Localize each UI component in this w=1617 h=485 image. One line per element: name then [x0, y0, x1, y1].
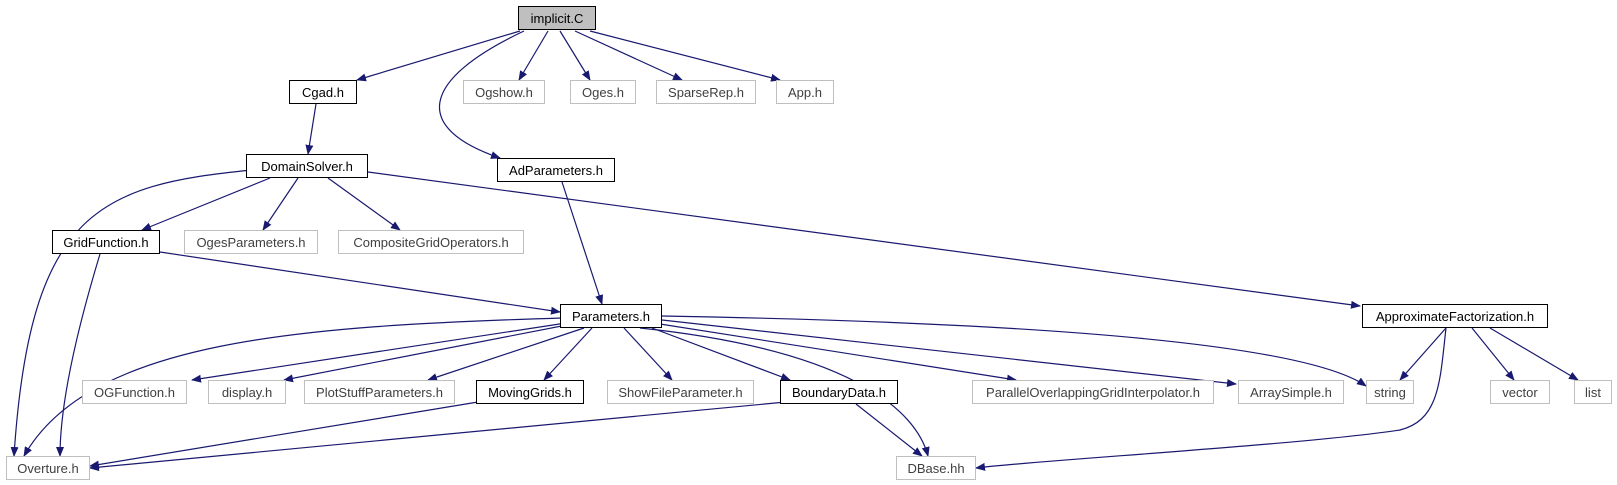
node-sparserep-h[interactable]: SparseRep.h	[656, 80, 756, 104]
edge-movinggrids-h-to-overture-h	[89, 401, 479, 469]
node-list[interactable]: list	[1574, 380, 1612, 404]
edge-implicit-c-to-cgad-h	[356, 30, 521, 82]
edge-boundarydata-h-to-overture-h	[89, 401, 787, 472]
edge-gridfunction-h-to-parameters-h	[159, 251, 561, 315]
node-adparameters-h[interactable]: AdParameters.h	[497, 158, 615, 182]
node-vector[interactable]: vector	[1490, 380, 1550, 404]
edge-parameters-h-to-ogfunction-h	[191, 322, 567, 383]
edge-approximatefactorization-h-to-list	[1489, 327, 1579, 381]
edge-approximatefactorization-h-to-dbase-hh	[975, 327, 1447, 471]
edge-parameters-h-to-overture-h	[23, 317, 563, 457]
node-ogesparameters-h[interactable]: OgesParameters.h	[184, 230, 318, 254]
node-string[interactable]: string	[1366, 380, 1414, 404]
node-gridfunction-h[interactable]: GridFunction.h	[52, 230, 160, 254]
edge-domainsolver-h-to-approximatefactorization-h	[367, 171, 1361, 309]
node-domainsolver-h[interactable]: DomainSolver.h	[246, 154, 368, 178]
node-approximatefactorization-h[interactable]: ApproximateFactorization.h	[1362, 304, 1548, 328]
edge-gridfunction-h-to-overture-h	[56, 253, 101, 457]
edge-parameters-h-to-movinggrids-h	[543, 327, 593, 381]
node-cgad-h[interactable]: Cgad.h	[289, 80, 357, 104]
edge-implicit-c-to-sparserep-h	[574, 30, 683, 81]
edge-domainsolver-h-to-gridfunction-h	[141, 177, 271, 231]
node-plotstuffparameters-h[interactable]: PlotStuffParameters.h	[304, 380, 455, 404]
edge-adparameters-h-to-parameters-h	[561, 181, 603, 305]
edge-parameters-h-to-paralleloverlappinggridinterpolator-h	[659, 323, 1017, 383]
edge-approximatefactorization-h-to-string	[1399, 327, 1447, 381]
node-overture-h[interactable]: Overture.h	[6, 456, 90, 480]
edge-approximatefactorization-h-to-vector	[1471, 327, 1515, 381]
edge-domainsolver-h-to-overture-h	[10, 169, 253, 457]
node-oges-h[interactable]: Oges.h	[570, 80, 636, 104]
edge-parameters-h-to-string	[661, 315, 1367, 387]
node-movinggrids-h[interactable]: MovingGrids.h	[476, 380, 584, 404]
edge-parameters-h-to-arraysimple-h	[661, 319, 1237, 387]
edge-cgad-h-to-domainsolver-h	[305, 103, 317, 155]
edge-implicit-c-to-adparameters-h	[438, 30, 525, 159]
node-compositegridoperators-h[interactable]: CompositeGridOperators.h	[338, 230, 524, 254]
edge-domainsolver-h-to-ogesparameters-h	[262, 177, 299, 231]
node-showfileparameter-h[interactable]: ShowFileParameter.h	[607, 380, 754, 404]
edge-parameters-h-to-showfileparameter-h	[623, 327, 673, 381]
node-implicit-c[interactable]: implicit.C	[518, 6, 596, 30]
node-paralleloverlappinggridinterpolator-h[interactable]: ParallelOverlappingGridInterpolator.h	[972, 380, 1214, 404]
edge-parameters-h-to-display-h	[283, 323, 573, 383]
edge-parameters-h-to-plotstuffparameters-h	[427, 327, 585, 381]
edge-domainsolver-h-to-compositegridoperators-h	[327, 177, 401, 231]
node-ogfunction-h[interactable]: OGFunction.h	[82, 380, 187, 404]
node-dbase-hh[interactable]: DBase.hh	[896, 456, 976, 480]
node-display-h[interactable]: display.h	[208, 380, 286, 404]
node-boundarydata-h[interactable]: BoundaryData.h	[780, 380, 898, 404]
edge-implicit-c-to-ogshow-h	[518, 30, 549, 81]
node-app-h[interactable]: App.h	[776, 80, 834, 104]
edge-parameters-h-to-boundarydata-h	[651, 327, 791, 381]
edge-implicit-c-to-app-h	[589, 30, 781, 82]
node-ogshow-h[interactable]: Ogshow.h	[463, 80, 545, 104]
node-parameters-h[interactable]: Parameters.h	[560, 304, 662, 328]
node-arraysimple-h[interactable]: ArraySimple.h	[1238, 380, 1344, 404]
edge-implicit-c-to-oges-h	[559, 30, 591, 81]
edge-boundarydata-h-to-dbase-hh	[855, 403, 923, 457]
